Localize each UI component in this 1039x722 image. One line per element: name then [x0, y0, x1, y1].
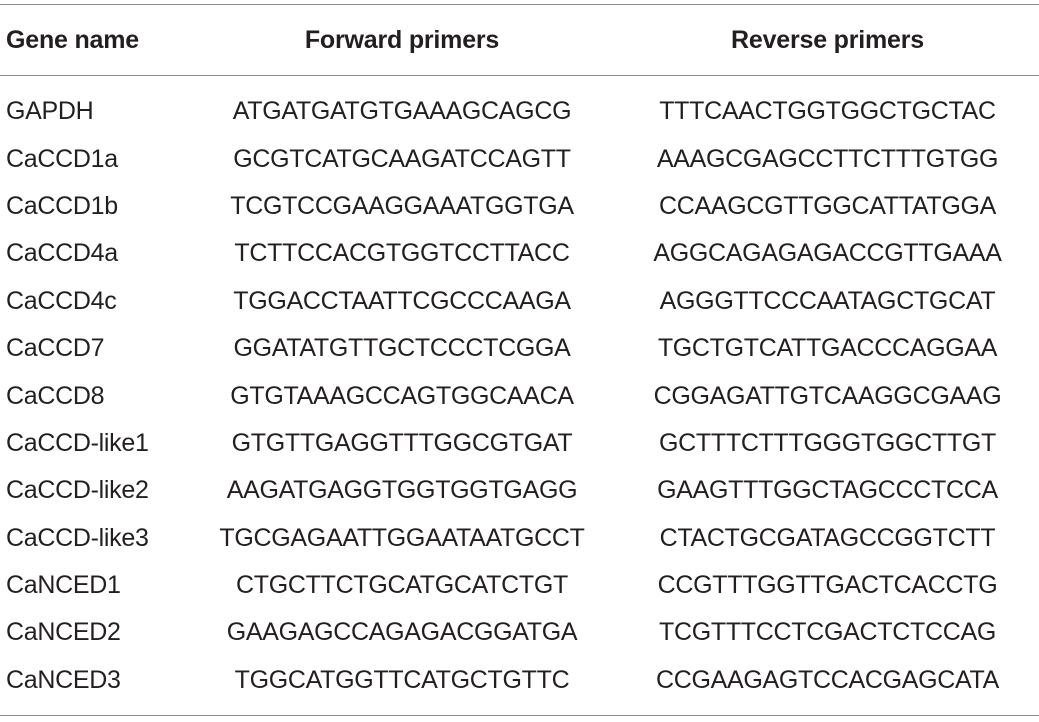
reverse-primer-cell: CCGTTTGGTTGACTCACCTG	[657, 571, 998, 600]
forward-primer-cell: GCGTCATGCAAGATCCAGTT	[233, 144, 571, 173]
gene-name-cell: CaCCD1b	[6, 191, 118, 220]
table-row: CaCCD-like3 TGCGAGAATTGGAATAATGCCT CTACTGC…	[0, 515, 1039, 562]
table-header-row: Gene name Forward primers Reverse primer…	[0, 6, 1039, 75]
forward-primer-cell: GTGTAAAGCCAGTGGCAACA	[230, 381, 574, 410]
reverse-primer-cell: TGCTGTCATTGACCCAGGAA	[657, 334, 998, 363]
table-top-rule	[0, 4, 1039, 5]
gene-name-cell: CaCCD7	[6, 334, 105, 363]
table-row: CaCCD4a TCTTCCACGTGGTCCTTACC AGGCAGAGAGACC…	[0, 230, 1039, 277]
reverse-primer-cell: AAAGCGAGCCTTCTTTGTGG	[656, 144, 999, 173]
reverse-primer-cell: GAAGTTTGGCTAGCCCTCCA	[657, 476, 998, 505]
gene-name-cell: CaCCD-like1	[6, 428, 149, 457]
reverse-primer-cell: CTACTGCGATAGCCGGTCTT	[659, 523, 996, 552]
reverse-primer-cell: TCGTTTCCTCGACTCTCCAG	[658, 618, 997, 647]
forward-primer-cell: GGATATGTTGCTCCCTCGGA	[233, 334, 571, 363]
header-forward-primers: Forward primers	[304, 26, 500, 54]
table-row: CaCCD1a GCGTCATGCAAGATCCAGTT AAAGCGAGCCTTC…	[0, 135, 1039, 182]
gene-name-cell: CaCCD-like3	[6, 523, 149, 552]
header-reverse-primers: Reverse primers	[731, 26, 924, 54]
forward-primer-cell: TGGACCTAATTCGCCCAAGA	[233, 286, 571, 315]
forward-primer-cell: GTGTTGAGGTTTGGCGTGAT	[231, 428, 573, 457]
gene-name-cell: GAPDH	[6, 97, 94, 126]
reverse-primer-cell: AGGGTTCCCAATAGCTGCAT	[659, 286, 996, 315]
forward-primer-cell: TGGCATGGTTCATGCTGTTC	[234, 665, 570, 694]
table-row: CaCCD4c TGGACCTAATTCGCCCAAGA AGGGTTCCCAATA…	[0, 278, 1039, 325]
gene-name-cell: CaCCD4c	[6, 286, 117, 315]
table-row: GAPDH ATGATGATGTGAAAGCAGCG TTTCAACTGGTGGCT…	[0, 88, 1039, 135]
reverse-primer-cell: GCTTTCTTTGGGTGGCTTGT	[659, 428, 996, 457]
forward-primer-cell: AAGATGAGGTGGTGGTGAGG	[226, 476, 578, 505]
table-row: CaNCED1 CTGCTTCTGCATGCATCTGT CCGTTTGGTTGAC…	[0, 562, 1039, 609]
gene-name-cell: CaNCED2	[6, 618, 121, 647]
table-row: CaCCD8 GTGTAAAGCCAGTGGCAACA CGGAGATTGTCAAG…	[0, 372, 1039, 419]
table-row: CaNCED3 TGGCATGGTTCATGCTGTTC CCGAAGAGTCCAC…	[0, 657, 1039, 704]
table-row: CaCCD7 GGATATGTTGCTCCCTCGGA TGCTGTCATTGACC…	[0, 325, 1039, 372]
forward-primer-cell: GAAGAGCCAGAGACGGATGA	[226, 618, 578, 647]
header-gene-name: Gene name	[6, 26, 139, 54]
forward-primer-cell: TCTTCCACGTGGTCCTTACC	[234, 239, 570, 268]
gene-name-cell: CaCCD8	[6, 381, 105, 410]
table-row: CaNCED2 GAAGAGCCAGAGACGGATGA TCGTTTCCTCGAC…	[0, 609, 1039, 656]
table-row: CaCCD-like1 GTGTTGAGGTTTGGCGTGAT GCTTTCTTT…	[0, 420, 1039, 467]
forward-primer-cell: TGCGAGAATTGGAATAATGCCT	[219, 523, 585, 552]
reverse-primer-cell: CCAAGCGTTGGCATTATGGA	[658, 191, 997, 220]
reverse-primer-cell: CCGAAGAGTCCACGAGCATA	[655, 665, 1000, 694]
forward-primer-cell: ATGATGATGTGAAAGCAGCG	[232, 97, 572, 126]
forward-primer-cell: CTGCTTCTGCATGCATCTGT	[236, 571, 568, 600]
gene-name-cell: CaNCED1	[6, 571, 121, 600]
forward-primer-cell: TCGTCCGAAGGAAATGGTGA	[230, 191, 574, 220]
gene-name-cell: CaCCD4a	[6, 239, 118, 268]
gene-name-cell: CaCCD1a	[6, 144, 118, 173]
table-body: GAPDH ATGATGATGTGAAAGCAGCG TTTCAACTGGTGGCT…	[0, 88, 1039, 704]
reverse-primer-cell: TTTCAACTGGTGGCTGCTAC	[659, 97, 996, 126]
table-header-rule	[0, 75, 1039, 76]
gene-name-cell: CaNCED3	[6, 665, 121, 694]
table-row: CaCCD1b TCGTCCGAAGGAAATGGTGA CCAAGCGTTGGCA…	[0, 183, 1039, 230]
reverse-primer-cell: AGGCAGAGAGACCGTTGAAA	[653, 239, 1002, 268]
table-bottom-rule	[0, 715, 1039, 716]
gene-name-cell: CaCCD-like2	[6, 476, 149, 505]
table-row: CaCCD-like2 AAGATGAGGTGGTGGTGAGG GAAGTTTGG…	[0, 467, 1039, 514]
reverse-primer-cell: CGGAGATTGTCAAGGCGAAG	[653, 381, 1002, 410]
